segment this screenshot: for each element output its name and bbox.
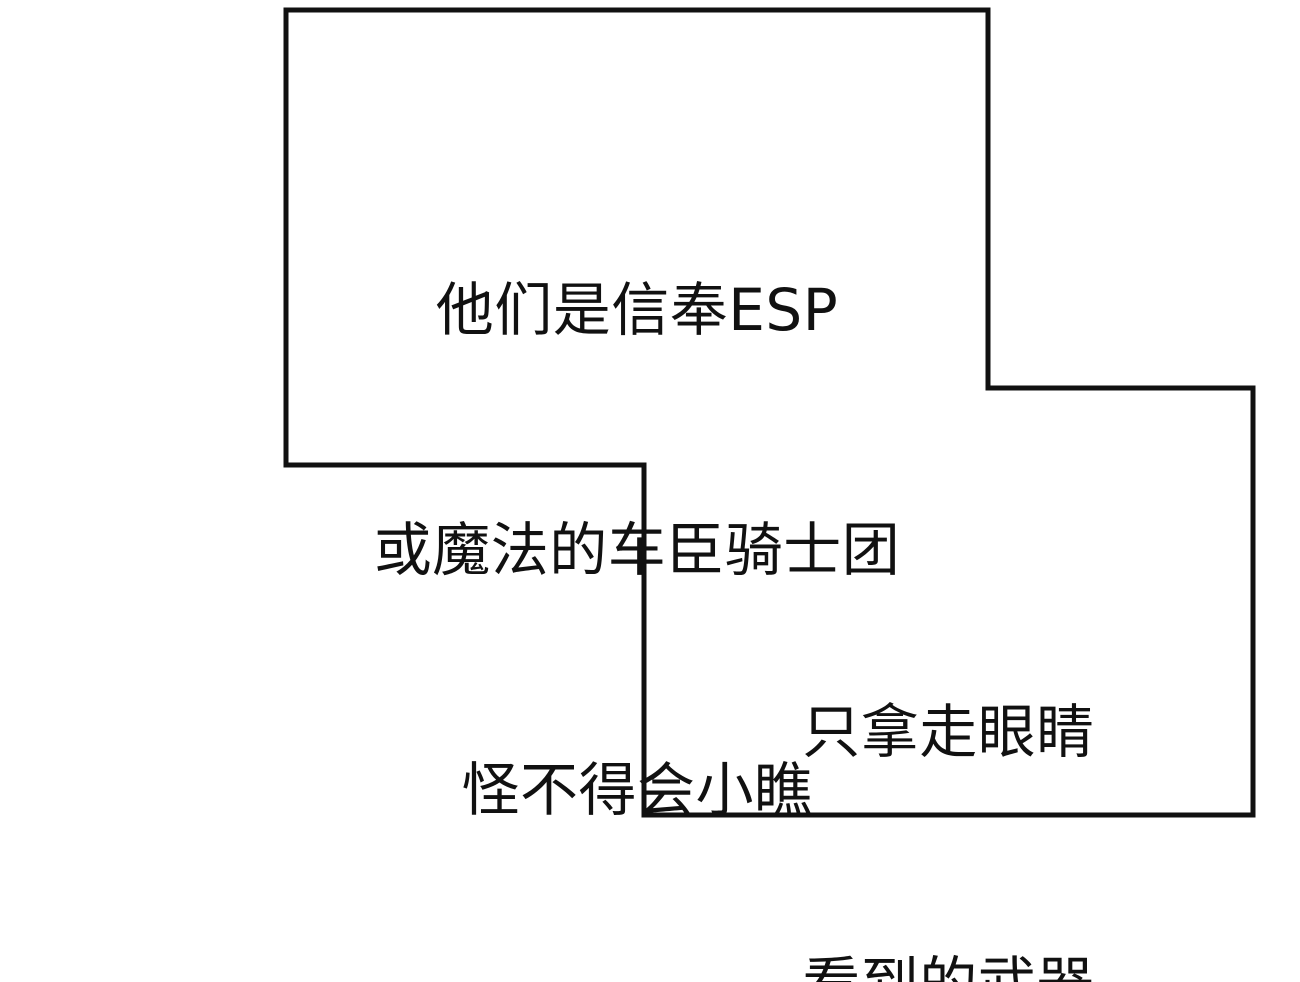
balloon-lower-right-text: 只拿走眼睛 看到的武器 [644,522,1253,982]
balloon-1-line-2: 或魔法的车臣骑士团 [373,516,901,584]
balloon-upper-left-text: 他们是信奉ESP 或魔法的车臣骑士团 怪不得会小瞧 [286,110,988,982]
balloon-1-line-1: 他们是信奉ESP [435,276,839,344]
balloon-2-line-2: 看到的武器 [644,942,1253,982]
balloon-1-line-3: 怪不得会小瞧 [461,756,813,824]
next-balloon-peek-text: 各大 [770,930,1070,982]
balloon-2-line-1: 只拿走眼睛 [802,698,1095,766]
